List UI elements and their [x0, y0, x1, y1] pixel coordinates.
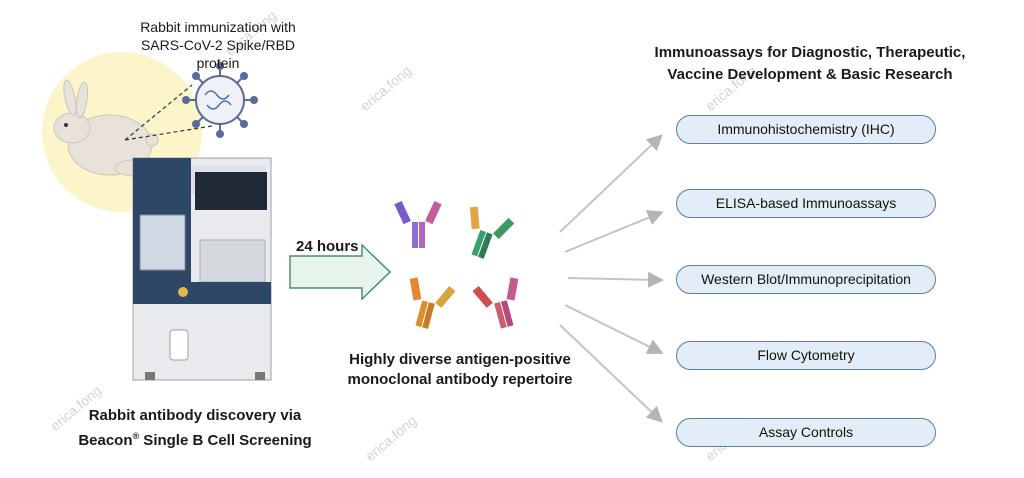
applications-title-line1: Immunoassays for Diagnostic, Therapeutic… [654, 44, 966, 61]
application-ihc: Immunohistochemistry (IHC) [676, 115, 936, 144]
repertoire-line1: Highly diverse antigen-positive [349, 351, 571, 368]
application-elisa: ELISA-based Immunoassays [676, 189, 936, 218]
repertoire-caption: Highly diverse antigen-positive monoclon… [330, 350, 590, 390]
immunization-line1: Rabbit immunization with [140, 19, 296, 35]
application-assay-controls: Assay Controls [676, 418, 936, 447]
antibody-icon [394, 200, 442, 248]
rabbit-eye-icon [64, 123, 68, 127]
process-arrow [289, 243, 392, 301]
immunization-caption: Rabbit immunization with SARS-CoV-2 Spik… [118, 18, 318, 72]
connector-line [124, 84, 193, 141]
immunization-line2: SARS-CoV-2 Spike/RBD protein [140, 37, 296, 71]
fan-arrows [559, 134, 664, 423]
beacon-instrument-icon [132, 157, 272, 381]
discovery-line2-prefix: Beacon [78, 432, 133, 449]
antibody-icon [469, 206, 515, 259]
registered-mark: ® [132, 431, 140, 441]
virus-icon [182, 62, 258, 138]
discovery-line1: Rabbit antibody discovery via [88, 407, 302, 424]
discovery-line2-suffix: Single B Cell Screening [139, 432, 312, 449]
applications-title-line2: Vaccine Development & Basic Research [667, 66, 953, 83]
antibody-icon [409, 277, 456, 329]
repertoire-line2: monoclonal antibody repertoire [347, 371, 573, 388]
application-western-blot: Western Blot/Immunoprecipitation [676, 265, 936, 294]
timing-label: 24 hours [296, 238, 359, 255]
antibody-icon [472, 277, 519, 329]
connector-line [124, 125, 213, 141]
application-flow-cytometry: Flow Cytometry [676, 341, 936, 370]
discovery-line2: Beacon® Single B Cell Screening [60, 426, 330, 451]
applications-title: Immunoassays for Diagnostic, Therapeutic… [620, 42, 1000, 86]
discovery-caption: Rabbit antibody discovery via Beacon® Si… [60, 405, 330, 451]
